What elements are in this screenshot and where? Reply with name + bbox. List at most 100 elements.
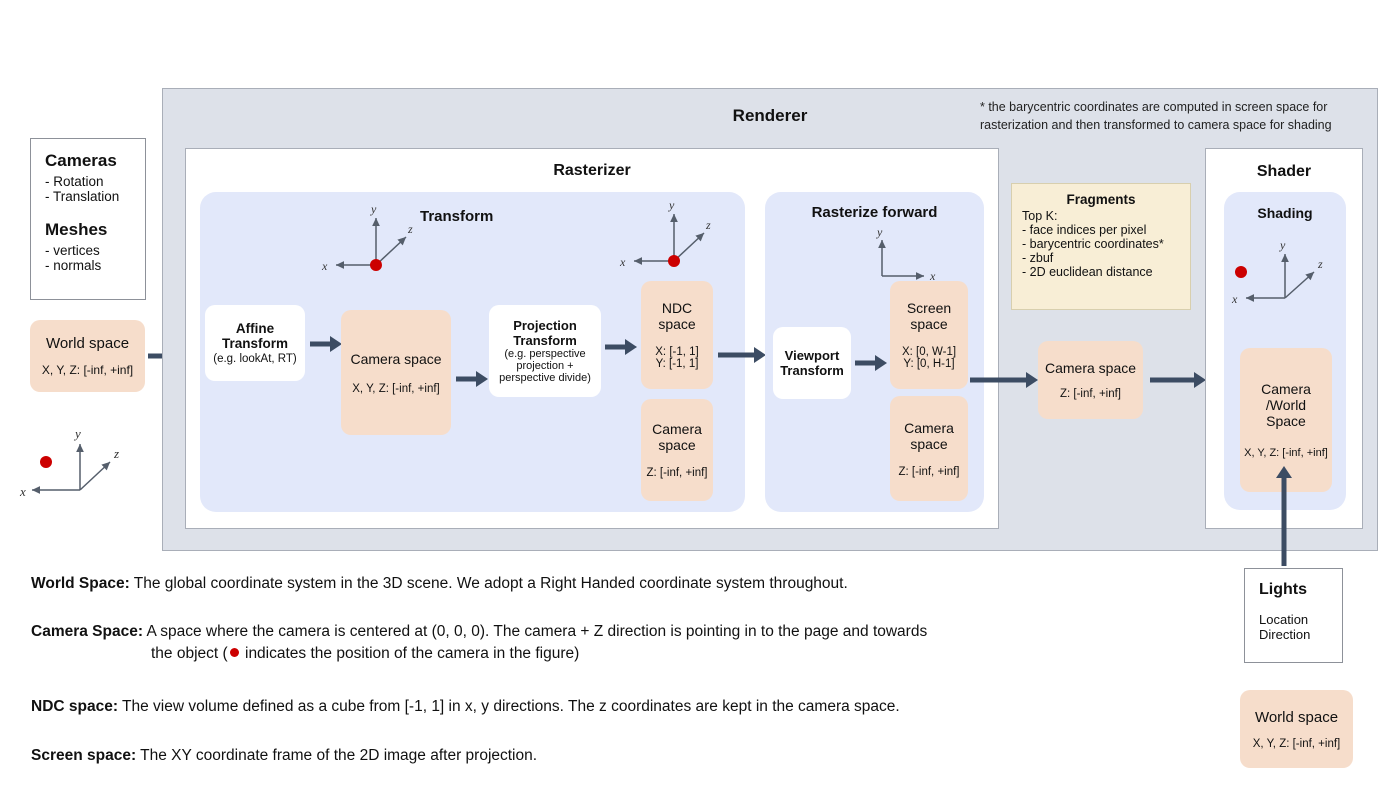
lights-item-1: Direction bbox=[1259, 627, 1311, 642]
camera-space-mid-box: Camera space Z: [-inf, +inf] bbox=[1038, 341, 1143, 419]
world-space-left-range: X, Y, Z: [-inf, +inf] bbox=[41, 363, 134, 377]
svg-text:x: x bbox=[321, 259, 328, 273]
svg-text:y: y bbox=[668, 198, 675, 212]
arrow-viewport-to-screen bbox=[855, 355, 887, 371]
rasterize-forward-title: Rasterize forward bbox=[811, 204, 938, 221]
camera-space-mid-range: Z: [-inf, +inf] bbox=[1059, 388, 1122, 400]
renderer-footnote-line2: rasterization and then transformed to ca… bbox=[980, 118, 1332, 133]
inputs-meshes-title: Meshes bbox=[45, 220, 108, 239]
fragments-item-3: - 2D euclidean distance bbox=[1022, 265, 1153, 279]
inputs-card: Cameras - Rotation - Translation Meshes … bbox=[30, 138, 146, 300]
legend-ndc-space: NDC space: The view volume defined as a … bbox=[31, 696, 1101, 718]
rasterizer-title: Rasterizer bbox=[553, 162, 631, 179]
svg-text:y: y bbox=[1279, 238, 1286, 252]
world-space-left-label: World space bbox=[45, 335, 130, 352]
arrow-projection-to-ndc bbox=[605, 339, 637, 355]
projection-transform-line2: Transform bbox=[513, 333, 577, 348]
ndc-space-line2: space bbox=[658, 316, 696, 332]
affine-transform-note: (e.g. lookAt, RT) bbox=[213, 353, 297, 365]
rasterize-camera-space-z-range: Z: [-inf, +inf] bbox=[898, 465, 960, 478]
renderer-title: Renderer bbox=[732, 106, 808, 125]
svg-text:z: z bbox=[705, 218, 711, 232]
affine-transform-line1: Affine bbox=[235, 321, 275, 336]
lights-card: Lights Location Direction bbox=[1244, 568, 1343, 663]
fragments-item-1: - barycentric coordinates* bbox=[1022, 237, 1164, 251]
lights-title: Lights bbox=[1259, 581, 1307, 598]
screen-space-range-x: X: [0, W-1] bbox=[901, 346, 957, 358]
affine-transform-box: Affine Transform (e.g. lookAt, RT) bbox=[205, 305, 305, 381]
arrow-lights-to-shader bbox=[1276, 466, 1292, 566]
svg-text:z: z bbox=[1317, 257, 1323, 271]
transform-camera-space-z-line1: Camera bbox=[652, 421, 702, 437]
svg-text:x: x bbox=[1231, 292, 1238, 306]
svg-text:x: x bbox=[619, 255, 626, 269]
affine-transform-line2: Transform bbox=[221, 336, 289, 351]
camera-world-space-line2: /World bbox=[1265, 397, 1307, 413]
camera-world-space-range: X, Y, Z: [-inf, +inf] bbox=[1244, 447, 1328, 459]
viewport-transform-box: Viewport Transform bbox=[773, 327, 851, 399]
svg-text:z: z bbox=[407, 222, 413, 236]
arrow-ndc-to-viewport bbox=[718, 347, 766, 363]
legend-camera-space-term: Camera Space: bbox=[31, 623, 144, 640]
fragments-panel: Fragments Top K: - face indices per pixe… bbox=[1011, 183, 1191, 310]
fragments-item-0: - face indices per pixel bbox=[1022, 223, 1147, 237]
rasterize-camera-space-z-line1: Camera bbox=[904, 419, 954, 436]
camera-world-space-line3: Space bbox=[1266, 413, 1306, 429]
transform-axes-gizmo: y x z bbox=[321, 202, 413, 273]
svg-text:z: z bbox=[113, 446, 119, 461]
transform-camera-space-z-line2: space bbox=[658, 437, 696, 453]
ndc-space-range-x: X: [-1, 1] bbox=[655, 346, 699, 358]
transform-camera-space-label: Camera space bbox=[350, 350, 442, 367]
fragments-topk-label: Top K: bbox=[1022, 209, 1058, 223]
legend-camera-space-line2-after: indicates the position of the camera in … bbox=[240, 645, 580, 663]
lights-item-0: Location bbox=[1259, 612, 1309, 627]
projection-transform-note-line3: perspective divide) bbox=[499, 372, 591, 384]
renderer-footnote-line1: * the barycentric coordinates are comput… bbox=[980, 100, 1328, 114]
viewport-transform-line2: Transform bbox=[780, 363, 844, 378]
ndc-space-line1: NDC bbox=[661, 300, 693, 316]
screen-axes-gizmo: y x bbox=[876, 226, 936, 283]
world-space-right-label: World space bbox=[1254, 708, 1339, 726]
screen-space-range-y: Y: [0, H-1] bbox=[903, 358, 955, 370]
camera-world-space-line1: Camera bbox=[1261, 381, 1311, 397]
arrow-screen-to-camera-mid bbox=[970, 372, 1038, 388]
rasterize-camera-space-z-box: Camera space Z: [-inf, +inf] bbox=[890, 396, 968, 501]
shader-title: Shader bbox=[1256, 163, 1312, 180]
camera-position-dot-icon bbox=[229, 648, 239, 658]
ndc-space-range-y: Y: [-1, 1] bbox=[655, 358, 699, 370]
viewport-transform-line1: Viewport bbox=[784, 348, 840, 363]
legend-ndc-space-term: NDC space: bbox=[31, 698, 118, 715]
screen-space-line1: Screen bbox=[906, 300, 952, 316]
svg-text:x: x bbox=[929, 269, 936, 283]
legend-screen-space-term: Screen space: bbox=[31, 747, 137, 764]
ndc-axes-gizmo: y x z bbox=[619, 198, 711, 269]
renderer-footnote: * the barycentric coordinates are comput… bbox=[980, 98, 1370, 134]
legend-camera-space-line2: the object ( indicates the position of t… bbox=[151, 643, 1111, 665]
svg-text:y: y bbox=[370, 202, 377, 216]
inputs-cameras-item-0: - Rotation bbox=[45, 174, 104, 189]
ndc-space-box: NDC space X: [-1, 1] Y: [-1, 1] bbox=[641, 281, 713, 389]
screen-space-box: Screen space X: [0, W-1] Y: [0, H-1] bbox=[890, 281, 968, 389]
fragments-item-2: - zbuf bbox=[1022, 251, 1054, 265]
world-space-left-box: World space X, Y, Z: [-inf, +inf] bbox=[30, 320, 145, 392]
transform-title: Transform bbox=[420, 208, 494, 225]
arrow-camera-mid-to-shader bbox=[1150, 372, 1206, 388]
inputs-meshes-item-1: - normals bbox=[45, 258, 102, 273]
screen-space-line2: space bbox=[910, 316, 948, 332]
transform-camera-space-range: X, Y, Z: [-inf, +inf] bbox=[352, 382, 440, 395]
legend-screen-space: Screen space: The XY coordinate frame of… bbox=[31, 745, 1101, 767]
projection-transform-note-line1: (e.g. perspective bbox=[504, 348, 586, 360]
inputs-cameras-title: Cameras bbox=[45, 151, 117, 170]
svg-text:y: y bbox=[73, 426, 81, 441]
world-axes-gizmo-left: y x z bbox=[19, 426, 119, 499]
arrow-camera-to-projection bbox=[456, 371, 488, 387]
transform-camera-space-z-range: Z: [-inf, +inf] bbox=[646, 467, 708, 479]
world-space-right-box: World space X, Y, Z: [-inf, +inf] bbox=[1240, 690, 1353, 768]
svg-text:x: x bbox=[19, 484, 26, 499]
projection-transform-line1: Projection bbox=[513, 318, 577, 333]
inputs-cameras-item-1: - Translation bbox=[45, 189, 120, 204]
legend-screen-space-text: The XY coordinate frame of the 2D image … bbox=[136, 747, 538, 764]
legend-world-space-text: The global coordinate system in the 3D s… bbox=[129, 575, 848, 592]
shading-title: Shading bbox=[1257, 205, 1313, 221]
transform-camera-space-box: Camera space X, Y, Z: [-inf, +inf] bbox=[341, 310, 451, 435]
